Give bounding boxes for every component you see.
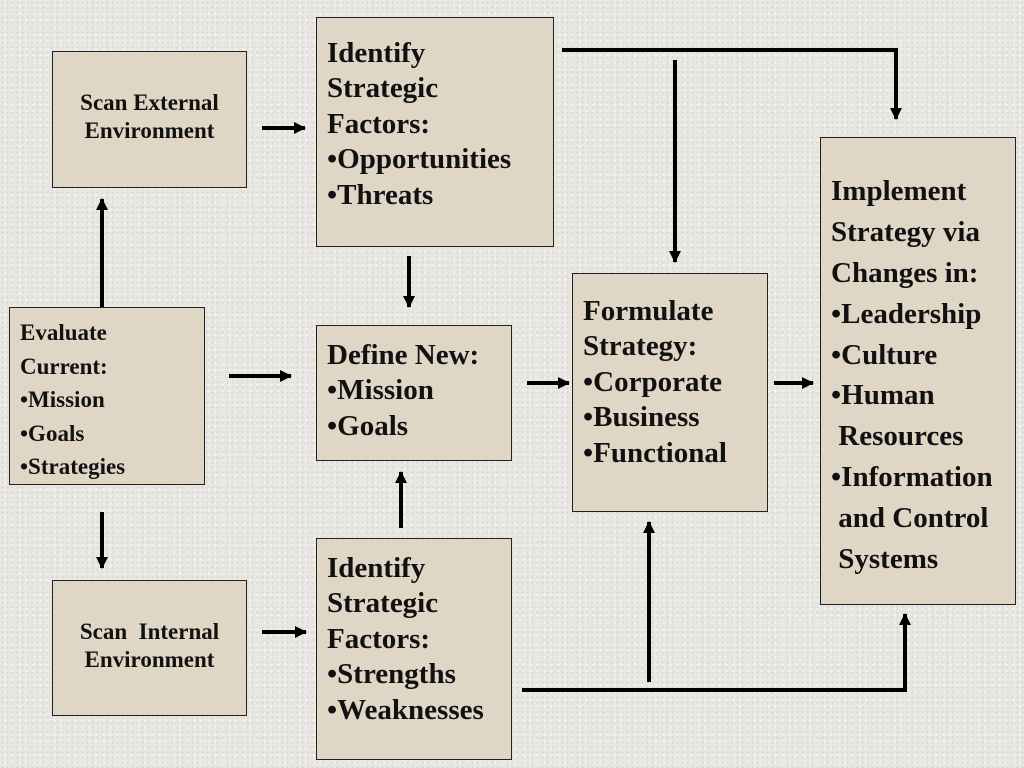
implement-line-2: Strategy via <box>831 215 980 248</box>
implement-strategy-box: Implement Strategy via Changes in: •Lead… <box>820 137 1016 605</box>
formulate-line-1: Formulate <box>583 295 714 327</box>
identify-external-line-2: Strategic <box>327 72 439 105</box>
evaluate-current-line-3: •Mission <box>20 387 105 413</box>
define-new-line-2: •Mission <box>327 374 434 407</box>
identify-internal-line-5: •Weaknesses <box>327 693 484 726</box>
implement-line-1: Implement <box>831 175 967 207</box>
evaluate-current-line-5: •Strategies <box>20 454 126 480</box>
implement-line-4: •Leadership <box>831 297 982 330</box>
scan-internal-line-2: Environment <box>84 647 215 673</box>
implement-line-3: Changes in: <box>831 256 979 289</box>
evaluate-current-box: Evaluate Current: •Mission •Goals •Strat… <box>9 307 205 485</box>
formulate-line-3: •Corporate <box>583 365 722 398</box>
arrow-identify-external-to-implement <box>562 48 902 120</box>
identify-internal-factors-box: Identify Strategic Factors: •Strengths •… <box>316 538 512 760</box>
identify-internal-line-1: Identify <box>327 552 426 584</box>
arrow-identify-internal-to-implement <box>522 613 911 692</box>
identify-external-line-3: Factors: <box>327 107 431 140</box>
define-new-line-1: Define New: <box>327 339 480 371</box>
scan-external-line-1: Scan External <box>80 90 219 115</box>
define-new-box: Define New: •Mission •Goals <box>316 325 512 461</box>
identify-external-line-1: Identify <box>327 37 426 69</box>
identify-internal-line-4: •Strengths <box>327 658 456 691</box>
implement-line-5: •Culture <box>831 338 938 371</box>
implement-line-8: •Information <box>831 461 993 494</box>
implement-line-10: Systems <box>831 542 939 575</box>
evaluate-current-line-1: Evaluate <box>20 320 107 345</box>
identify-external-line-5: •Threats <box>327 178 434 211</box>
scan-internal-line-1: Scan Internal <box>79 619 220 644</box>
identify-internal-line-2: Strategic <box>327 587 439 620</box>
formulate-line-2: Strategy: <box>583 330 698 363</box>
implement-line-7: Resources <box>831 420 964 453</box>
identify-external-line-4: •Opportunities <box>327 143 512 176</box>
define-new-line-3: •Goals <box>327 409 409 442</box>
scan-external-environment-box: Scan External Environment <box>52 51 247 188</box>
formulate-line-4: •Business <box>583 401 700 434</box>
identify-external-factors-box: Identify Strategic Factors: •Opportuniti… <box>316 17 554 247</box>
evaluate-current-line-2: Current: <box>20 353 108 379</box>
identify-internal-line-3: Factors: <box>327 622 431 655</box>
evaluate-current-line-4: •Goals <box>20 420 85 446</box>
formulate-line-5: •Functional <box>583 436 727 469</box>
implement-line-9: and Control <box>831 502 989 534</box>
formulate-strategy-box: Formulate Strategy: •Corporate •Business… <box>572 273 768 512</box>
implement-line-6: •Human <box>831 379 935 412</box>
scan-internal-environment-box: Scan Internal Environment <box>52 580 247 716</box>
scan-external-line-2: Environment <box>84 118 215 144</box>
